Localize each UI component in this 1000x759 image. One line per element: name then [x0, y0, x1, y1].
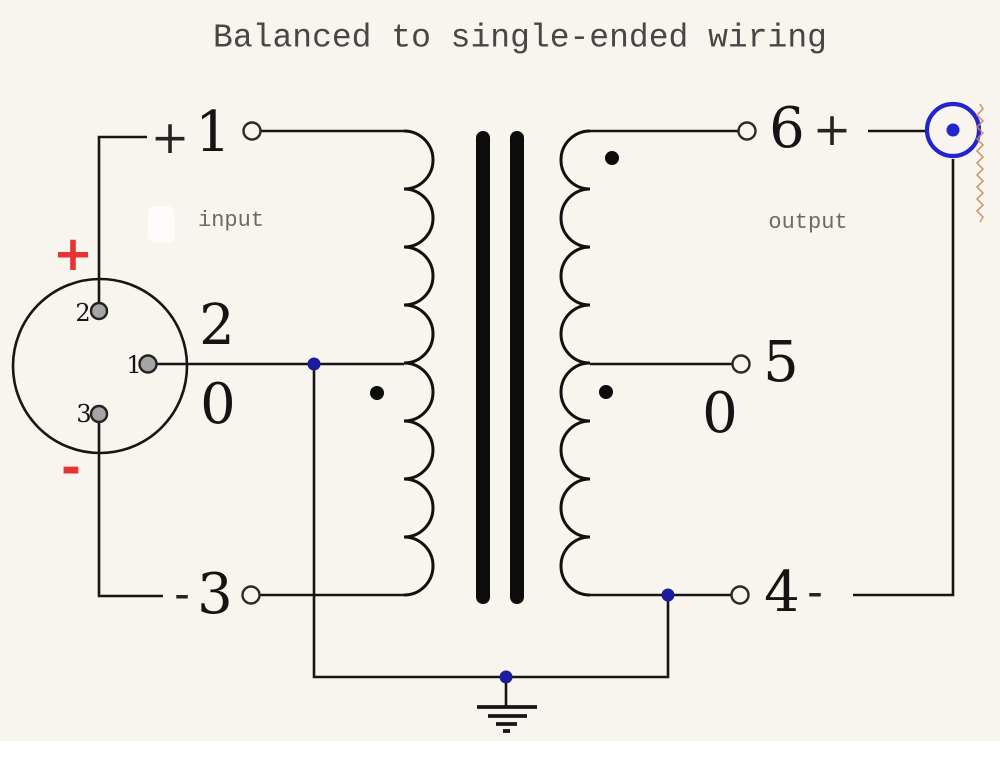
terminal-6-label: 6 [769, 96, 805, 161]
terminal-5-circle [731, 354, 751, 374]
xlr-pin-2 [89, 301, 109, 321]
terminal-3-sign: - [174, 566, 190, 620]
terminal-2-label: 2 [199, 293, 235, 358]
phase-dot-primary [370, 386, 384, 400]
bottom-white-band [0, 741, 1000, 759]
xlr-pin-2-label: 2 [75, 299, 91, 327]
terminal-3-label: 3 [197, 562, 233, 627]
xlr-pin-1 [138, 354, 158, 374]
input-label: input [197, 208, 265, 233]
xlr-pin-3 [89, 404, 109, 424]
wire-ground-bus [312, 364, 670, 679]
rca-center-dot [946, 123, 960, 137]
terminal-1-circle [242, 121, 262, 141]
junction-dot-centertap [307, 357, 321, 371]
terminal-6-sign: + [812, 102, 852, 156]
terminal-4-sign: - [807, 564, 823, 618]
watermark-smudge [148, 206, 175, 243]
watermark-squiggle [975, 103, 985, 223]
xlr-plus-mark: + [52, 226, 94, 282]
ground-symbol [477, 705, 537, 733]
junction-dot-terminal4 [661, 588, 675, 602]
xlr-pin-1-label: 1 [126, 351, 142, 379]
terminal-5-label: 5 [763, 330, 799, 395]
primary-winding [403, 129, 435, 597]
wire-terminal4-to-rca-shield [853, 159, 955, 597]
diagram-title: Balanced to single-ended wiring [213, 19, 827, 57]
terminal-6-circle [737, 121, 757, 141]
secondary-winding [559, 129, 591, 597]
wire-pin3-to-cold [97, 414, 163, 598]
terminal-0-right-label: 0 [702, 381, 738, 446]
output-label: output [768, 210, 848, 235]
terminal-3-circle [241, 585, 261, 605]
terminal-4-label: 4 [764, 560, 800, 625]
phase-dot-secondary-top [605, 151, 619, 165]
wire-pin2-to-hot [97, 135, 147, 311]
phase-dot-secondary-mid [599, 385, 613, 399]
xlr-pin-3-label: 3 [76, 400, 92, 428]
junction-dot-ground [499, 670, 513, 684]
terminal-1-sign: + [150, 110, 190, 164]
transformer [370, 129, 619, 604]
terminal-4-circle [730, 585, 750, 605]
xlr-minus-mark: - [61, 440, 81, 496]
rca-connector [924, 101, 982, 159]
terminal-0-left-label: 0 [200, 372, 236, 437]
terminal-1-label: 1 [195, 100, 231, 165]
wires [97, 129, 955, 706]
